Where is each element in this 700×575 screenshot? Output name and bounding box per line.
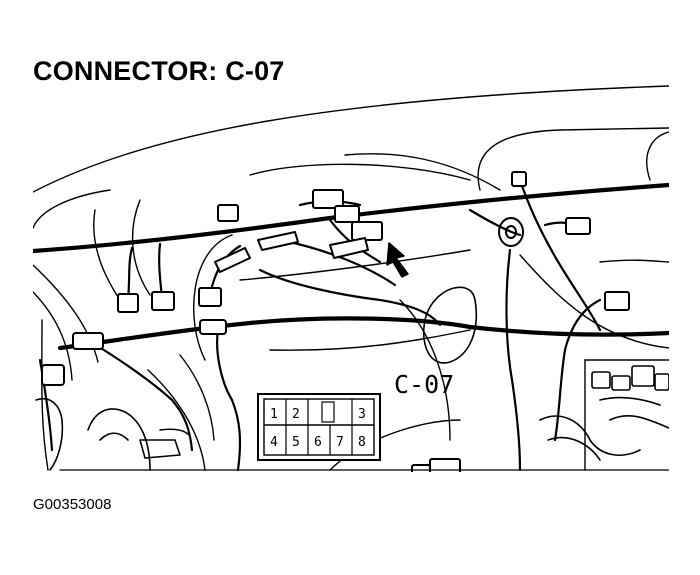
- pin-label: 7: [336, 435, 344, 450]
- pin-label: 3: [358, 407, 366, 422]
- c07-highlight-circle: [423, 286, 477, 364]
- pin-label: 6: [314, 435, 322, 450]
- steering-column-area: [35, 398, 191, 471]
- pointer-arrow: [386, 242, 409, 278]
- harness-connectors: [41, 171, 630, 472]
- figure-id: G00353008: [33, 496, 112, 513]
- pin-label: 5: [292, 435, 300, 450]
- pin-label: 1: [270, 407, 278, 422]
- dashboard-outline: [33, 85, 669, 471]
- main-wire-harness: [33, 182, 669, 351]
- connector-face-view: 1 2 3 4 5 6 7 8: [257, 393, 381, 461]
- page-title: CONNECTOR: C-07: [33, 56, 285, 86]
- pin-label: 4: [270, 435, 278, 450]
- connector-callout-label: C-07: [394, 370, 454, 399]
- grommet: [498, 217, 524, 247]
- pin-label: 8: [358, 435, 366, 450]
- relay-block: [539, 365, 669, 461]
- pin-label: 2: [292, 407, 300, 422]
